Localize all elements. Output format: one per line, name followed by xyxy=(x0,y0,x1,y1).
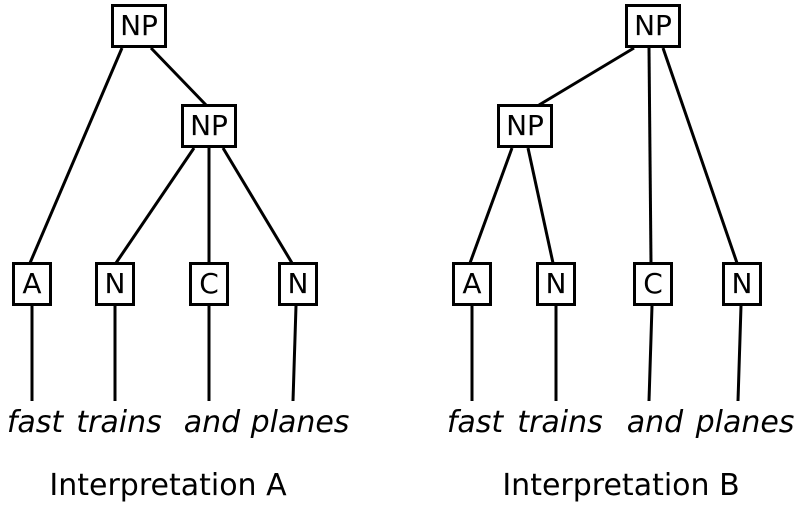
tree-b-edge-innernp-to-a xyxy=(468,147,514,264)
tree-a-edge-innernp-to-n2 xyxy=(221,147,294,264)
tree-b-node-root-np: NP xyxy=(625,4,681,48)
tree-a-edge-root-to-a xyxy=(28,47,124,264)
tree-a-edge-root-to-innernp xyxy=(149,46,208,107)
tree-a-edge-innernp-to-n1 xyxy=(114,147,196,264)
tree-a-node-leaf-c: C xyxy=(189,262,229,306)
tree-a-node-leaf-a: A xyxy=(12,262,52,306)
tree-b-node-leaf-c: C xyxy=(633,262,673,306)
tree-a-word-trains: trains xyxy=(76,405,162,440)
tree-b-caption: Interpretation B xyxy=(502,468,740,503)
tree-b-edge-root-to-c xyxy=(647,47,653,264)
tree-a-word-fast: fast xyxy=(6,405,64,440)
tree-b-node-leaf-a: A xyxy=(452,262,492,306)
tree-a-word-planes: planes xyxy=(250,405,350,440)
tree-b-edge-root-to-n2 xyxy=(661,47,739,264)
tree-b-node-inner-np: NP xyxy=(497,104,553,148)
tree-a-node-root-np: NP xyxy=(111,4,167,48)
tree-b-edge-innernp-to-n1 xyxy=(526,147,555,264)
tree-a-edge-n2-to-planes xyxy=(291,305,298,402)
tree-b-word-trains: trains xyxy=(517,405,603,440)
tree-a-caption: Interpretation A xyxy=(49,468,287,503)
tree-b-word-fast: fast xyxy=(446,405,504,440)
tree-a-node-leaf-n1: N xyxy=(95,262,135,306)
tree-a-node-leaf-n2: N xyxy=(278,262,318,306)
tree-b-node-leaf-n1: N xyxy=(536,262,576,306)
tree-b-word-planes: planes xyxy=(695,405,795,440)
tree-b-edge-n2-to-planes xyxy=(736,305,743,402)
tree-b-node-leaf-n2: N xyxy=(722,262,762,306)
tree-b-edge-c-to-and xyxy=(647,305,654,402)
tree-b-edge-root-to-innernp xyxy=(538,46,635,107)
tree-b-word-and: and xyxy=(626,405,684,440)
tree-a-word-and: and xyxy=(183,405,241,440)
tree-a-node-inner-np: NP xyxy=(181,104,237,148)
